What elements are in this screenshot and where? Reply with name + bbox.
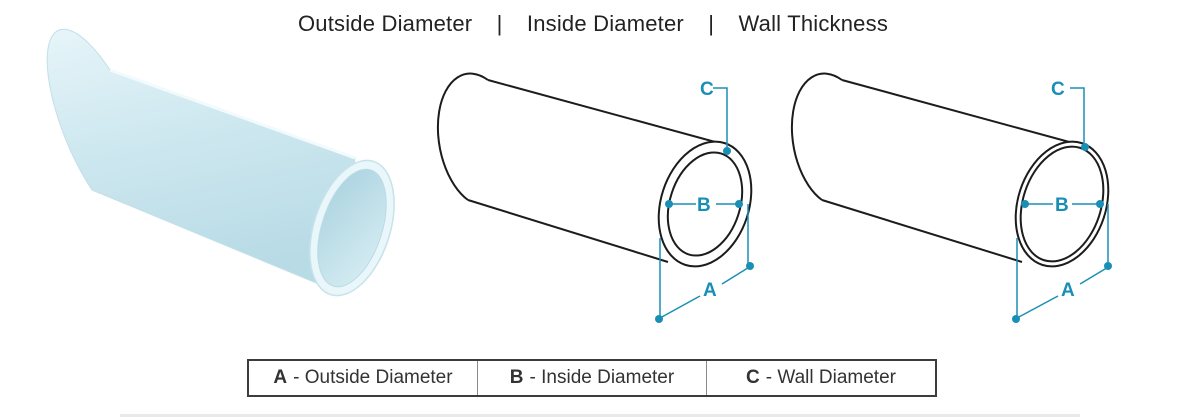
bottom-divider — [120, 414, 1080, 417]
page-title: Outside Diameter | Inside Diameter | Wal… — [0, 11, 1186, 37]
legend-key: B — [509, 367, 524, 388]
legend-text: - Wall Diameter — [765, 367, 896, 388]
dimension-legend: A - Outside Diameter B - Inside Diameter… — [247, 359, 937, 397]
legend-text: - Inside Diameter — [529, 367, 675, 388]
legend-item-wall: C - Wall Diameter — [706, 361, 935, 395]
pipe-outline-2 — [436, 72, 753, 268]
legend-key: A — [273, 367, 288, 388]
legend-text: - Outside Diameter — [293, 367, 453, 388]
pipe-outline-3 — [790, 72, 1110, 268]
pipe-3-label-c: C — [1051, 79, 1065, 100]
title-separator: | — [708, 11, 715, 36]
title-separator: | — [496, 11, 503, 36]
legend-item-inside: B - Inside Diameter — [477, 361, 706, 395]
pipe-2-label-b: B — [697, 195, 711, 216]
pipe-3-dimension-lines — [1016, 87, 1111, 322]
pipe-3-dimension-dots — [1012, 143, 1112, 323]
legend-item-outside: A - Outside Diameter — [249, 361, 477, 395]
title-inside-diameter: Inside Diameter — [526, 11, 684, 36]
title-outside-diameter: Outside Diameter — [297, 11, 473, 36]
pipe-3-label-a: A — [1061, 280, 1075, 301]
pipe-2-label-c: C — [700, 79, 714, 100]
legend-key: C — [746, 367, 760, 388]
pipe-3-label-b: B — [1055, 195, 1069, 216]
pipe-2-label-a: A — [703, 280, 717, 301]
pipe-2-dimension-lines — [659, 87, 752, 322]
pipe-2-dimension-dots — [655, 147, 754, 323]
title-wall-thickness: Wall Thickness — [738, 11, 889, 36]
shaded-pipe — [46, 28, 395, 297]
